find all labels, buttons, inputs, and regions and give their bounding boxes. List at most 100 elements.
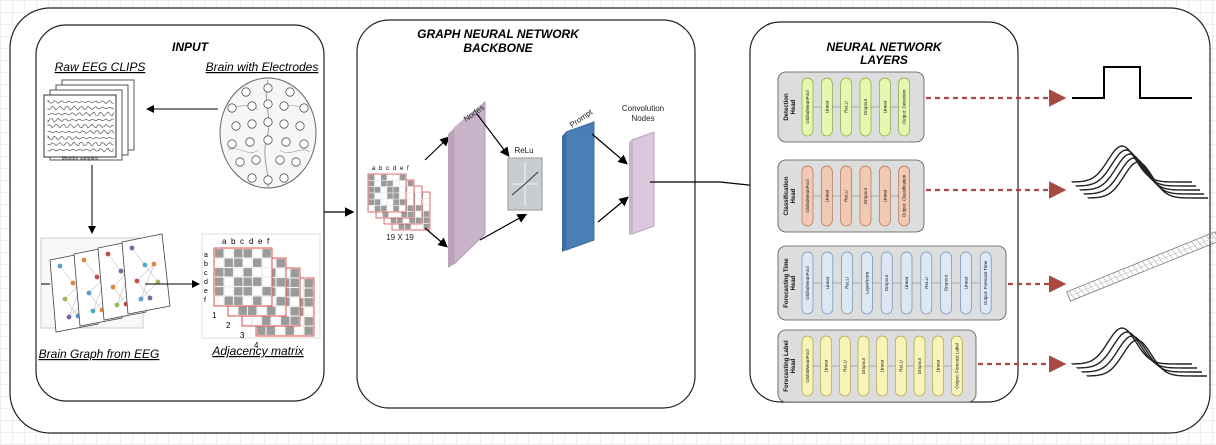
convolution-nodes-block <box>629 131 655 235</box>
conv-label-2: Nodes <box>631 114 654 123</box>
layer-label: Dropout <box>863 98 868 115</box>
matrix-col-label: a <box>222 237 227 246</box>
layer-label: Linear <box>825 276 830 289</box>
electrode-marker <box>291 157 301 167</box>
electrode-marker <box>263 117 273 127</box>
bb-matrix-col-label: c <box>386 166 389 172</box>
matrix-row-label: c <box>204 270 208 277</box>
forecast-label-output-icon <box>1071 327 1207 377</box>
adjacency-label: Adjacency matrix <box>211 344 304 358</box>
layer-label: Dropout <box>884 274 889 291</box>
layer-label: ReLU <box>845 277 850 289</box>
matrix-row-label: b <box>204 261 208 268</box>
layer-label: Output: Detection <box>902 89 907 125</box>
electrode-marker <box>263 175 273 185</box>
bb-matrix-col-label: d <box>393 166 396 172</box>
layer-label: Linear <box>882 189 887 202</box>
matrix-col-label: b <box>231 237 236 246</box>
input-title: INPUT <box>172 40 210 54</box>
electrode-marker <box>247 101 257 111</box>
head-title: Forecasting Label <box>784 340 790 392</box>
nodes-block <box>448 100 486 268</box>
layer-label: GlobalMeanPool <box>805 349 810 382</box>
electrode-marker <box>295 121 305 131</box>
head-title: Head <box>791 358 797 373</box>
electrode-marker <box>299 139 309 149</box>
layer-label: Output: Forecast Time <box>983 260 988 305</box>
matrix-col-label: f <box>267 237 270 246</box>
head-title: Forecasting Time <box>784 258 790 308</box>
electrode-marker <box>285 87 295 97</box>
electrode-marker <box>247 173 257 183</box>
layer-label: Linear <box>824 359 829 372</box>
electrode-marker <box>227 139 237 149</box>
arrow-to-nodes-top <box>424 136 450 161</box>
head-title: Head <box>791 275 797 290</box>
arrow-nodes-to-prompt <box>479 213 528 241</box>
layers-title-2: LAYERS <box>860 53 908 67</box>
head-title: Classification <box>784 176 790 215</box>
electrode-marker <box>281 137 291 147</box>
layer-label: Dropout <box>944 274 949 291</box>
layer-label: Linear <box>963 276 968 289</box>
bb-matrix-col-label: b <box>379 166 383 172</box>
layer-label: ReLU <box>844 101 849 113</box>
arrow-backbone-to-layers <box>650 180 761 191</box>
arrow-prompt-to-conv-bottom <box>597 196 629 223</box>
bell-curve <box>1086 339 1207 377</box>
electrode-marker <box>245 137 255 147</box>
prompt-block <box>562 121 595 252</box>
matrix-index-label: 3 <box>240 331 245 340</box>
electrode-marker <box>279 173 289 183</box>
layer-label: ReLU <box>898 360 903 372</box>
layer-label: Dropout <box>861 357 866 374</box>
layer-pill <box>950 335 963 397</box>
layer-label: ReLU <box>842 360 847 372</box>
backbone-title-1: GRAPH NEURAL NETWORK <box>417 27 580 41</box>
electrode-marker <box>247 119 257 129</box>
electrode-marker <box>263 135 273 145</box>
layer-label: Linear <box>936 359 941 372</box>
electrode-marker <box>231 121 241 131</box>
brain-graph-label: Brain Graph from EEG <box>39 347 160 361</box>
relu-label: ReLu <box>514 146 533 155</box>
brain-electrodes-label: Brain with Electrodes <box>206 60 319 74</box>
electrode-marker <box>263 83 273 93</box>
eeg-footer: Montior samples <box>62 156 99 162</box>
brain-electrodes-image <box>219 77 317 189</box>
bell-curve <box>1087 161 1208 199</box>
electrode-marker <box>299 103 309 113</box>
brain-graph-image <box>40 233 171 333</box>
layer-label: GlobalMeanPool <box>805 179 810 212</box>
layer-label: Linear <box>880 359 885 372</box>
backbone-title-2: BACKBONE <box>463 41 533 55</box>
head-title: Detection <box>784 93 790 121</box>
matrix-index-label: 4 <box>254 341 259 350</box>
matrix-index-label: 2 <box>226 321 231 330</box>
bb-matrix-col-label: e <box>400 166 404 172</box>
bb-matrix-col-label: f <box>407 166 409 172</box>
electrode-marker <box>235 157 245 167</box>
electrode-marker <box>279 119 289 129</box>
head-title: Head <box>791 99 797 114</box>
matrix-size-label: 19 X 19 <box>386 233 414 242</box>
layer-pill <box>979 251 992 315</box>
conv-label-1: Convolution <box>622 104 664 113</box>
arrow-prompt-to-conv-top <box>591 133 628 165</box>
classification-output-icon <box>1071 145 1208 199</box>
layer-label: GlobalMeanPool <box>805 90 810 123</box>
layer-pill <box>898 165 911 227</box>
layer-label: Output: Classification <box>902 174 907 217</box>
layer-label: GlobalMeanPool <box>805 266 810 299</box>
matrix-row-label: f <box>204 297 206 304</box>
layer-pill <box>898 77 911 137</box>
electrode-marker <box>275 155 285 165</box>
forecast-time-output-icon <box>1066 231 1216 302</box>
bb-matrix-col-label: a <box>372 166 376 172</box>
